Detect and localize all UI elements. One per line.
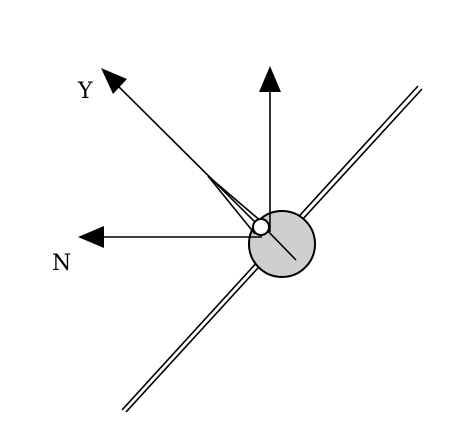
- tapered-link-upper: [207, 175, 263, 223]
- pivot-circle: [252, 218, 270, 236]
- n-arrow: [78, 226, 262, 248]
- y-axis-label: Y: [77, 79, 93, 104]
- vertical-arrow: [259, 66, 281, 232]
- n-axis-label: N: [52, 251, 71, 276]
- n-arrowhead-icon: [78, 226, 104, 248]
- y-arrow-shaft: [115, 83, 263, 230]
- vertical-arrowhead-icon: [259, 66, 281, 92]
- tapered-link-lower: [207, 175, 256, 235]
- tapered-link: [207, 175, 263, 235]
- y-arrowhead-icon: [101, 68, 127, 94]
- y-arrow: [101, 68, 263, 230]
